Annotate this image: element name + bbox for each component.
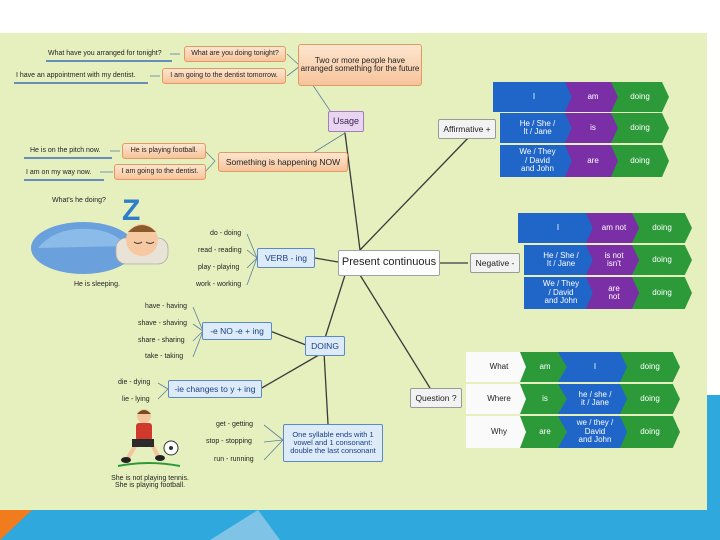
usage-now-1: He is on the pitch now. <box>30 147 101 155</box>
syllable-example: stop - stopping <box>206 438 252 446</box>
question-node: Question ? <box>410 388 462 408</box>
affirmative-ing: doing <box>611 113 669 143</box>
sleep-answer: He is sleeping. <box>74 281 120 289</box>
football-caption: She is not playing tennis. She is playin… <box>111 474 189 489</box>
usage-now-3: I am on my way now. <box>26 169 92 177</box>
no-e-example: take - taking <box>145 353 184 361</box>
verb-example: play - playing <box>198 264 240 272</box>
usage-question-1: What have you arranged for tonight? <box>48 50 162 58</box>
verb-example: read - reading <box>198 247 242 255</box>
question-word: Where <box>466 384 532 414</box>
no-e-example: have - having <box>145 303 188 311</box>
ie-node: -ie changes to y + ing <box>168 380 262 398</box>
usage-answer-2: I am going to the dentist tomorrow. <box>162 68 286 84</box>
question-ing: doing <box>620 352 680 382</box>
ie-example: die - dying <box>118 379 151 387</box>
happening-now-node: Something is happening NOW <box>218 152 348 172</box>
negative-subject: He / She / It / Jane <box>524 245 598 275</box>
question-ing: doing <box>620 416 680 448</box>
question-ing: doing <box>620 384 680 414</box>
negative-ing: doing <box>632 277 692 309</box>
negative-node: Negative - <box>470 253 520 273</box>
usage-now-2: He is playing football. <box>122 143 206 159</box>
no-e-example: shave - shaving <box>138 320 188 328</box>
affirmative-node: Affirmative + <box>438 119 496 139</box>
negative-subject: I <box>518 213 598 243</box>
question-subject: we / they / David and John <box>558 416 632 448</box>
negative-ing: doing <box>632 213 692 243</box>
affirmative-verb: is <box>565 113 621 143</box>
affirmative-verb: am <box>565 82 621 112</box>
negative-ing: doing <box>632 245 692 275</box>
usage-now-4: I am going to the dentist. <box>114 164 206 180</box>
verb-example: work - working <box>196 281 242 289</box>
question-subject: he / she / it / Jane <box>558 384 632 414</box>
sleeping-boy-icon: Z <box>31 194 169 274</box>
affirmative-subject: We / They / David and John <box>500 145 575 177</box>
question-subject: I <box>558 352 632 382</box>
footer-light-corner <box>210 510 280 540</box>
sleep-question: What's he doing? <box>52 197 106 205</box>
no-e-example: share - sharing <box>138 337 185 345</box>
present-continuous-node: Present continuous <box>338 250 440 276</box>
footer-blue-band <box>0 510 720 540</box>
doing-node: DOING <box>305 336 345 356</box>
affirmative-ing: doing <box>611 145 669 177</box>
negative-verb: am not <box>586 213 642 243</box>
affirmative-subject: I <box>493 82 575 112</box>
question-word: What <box>466 352 532 382</box>
no-e-node: -e NO -e + ing <box>202 322 272 340</box>
verb-example: do - doing <box>210 230 242 238</box>
negative-verb: are not <box>586 277 642 309</box>
verb-ing-node: VERB - ing <box>257 248 315 268</box>
affirmative-ing: doing <box>611 82 669 112</box>
usage-answer-1: I have an appointment with my dentist. <box>16 72 136 80</box>
footer-orange-corner <box>0 510 32 540</box>
arranged-node: Two or more people have arranged somethi… <box>298 44 422 86</box>
syllable-example: get - getting <box>216 421 253 429</box>
football-girl-icon <box>117 409 181 467</box>
one-syllable-node: One syllable ends with 1 vowel and 1 con… <box>283 424 383 462</box>
negative-subject: We / They / David and John <box>524 277 598 309</box>
svg-text:Z: Z <box>122 194 140 227</box>
affirmative-subject: He / She / It / Jane <box>500 113 575 143</box>
ie-example: lie - lying <box>122 396 150 404</box>
usage-question-2: What are you doing tonight? <box>184 46 286 62</box>
negative-verb: is not isn't <box>586 245 642 275</box>
affirmative-verb: are <box>565 145 621 177</box>
syllable-example: run - running <box>214 456 254 464</box>
question-word: Why <box>466 416 532 448</box>
usage-node: Usage <box>328 111 364 132</box>
